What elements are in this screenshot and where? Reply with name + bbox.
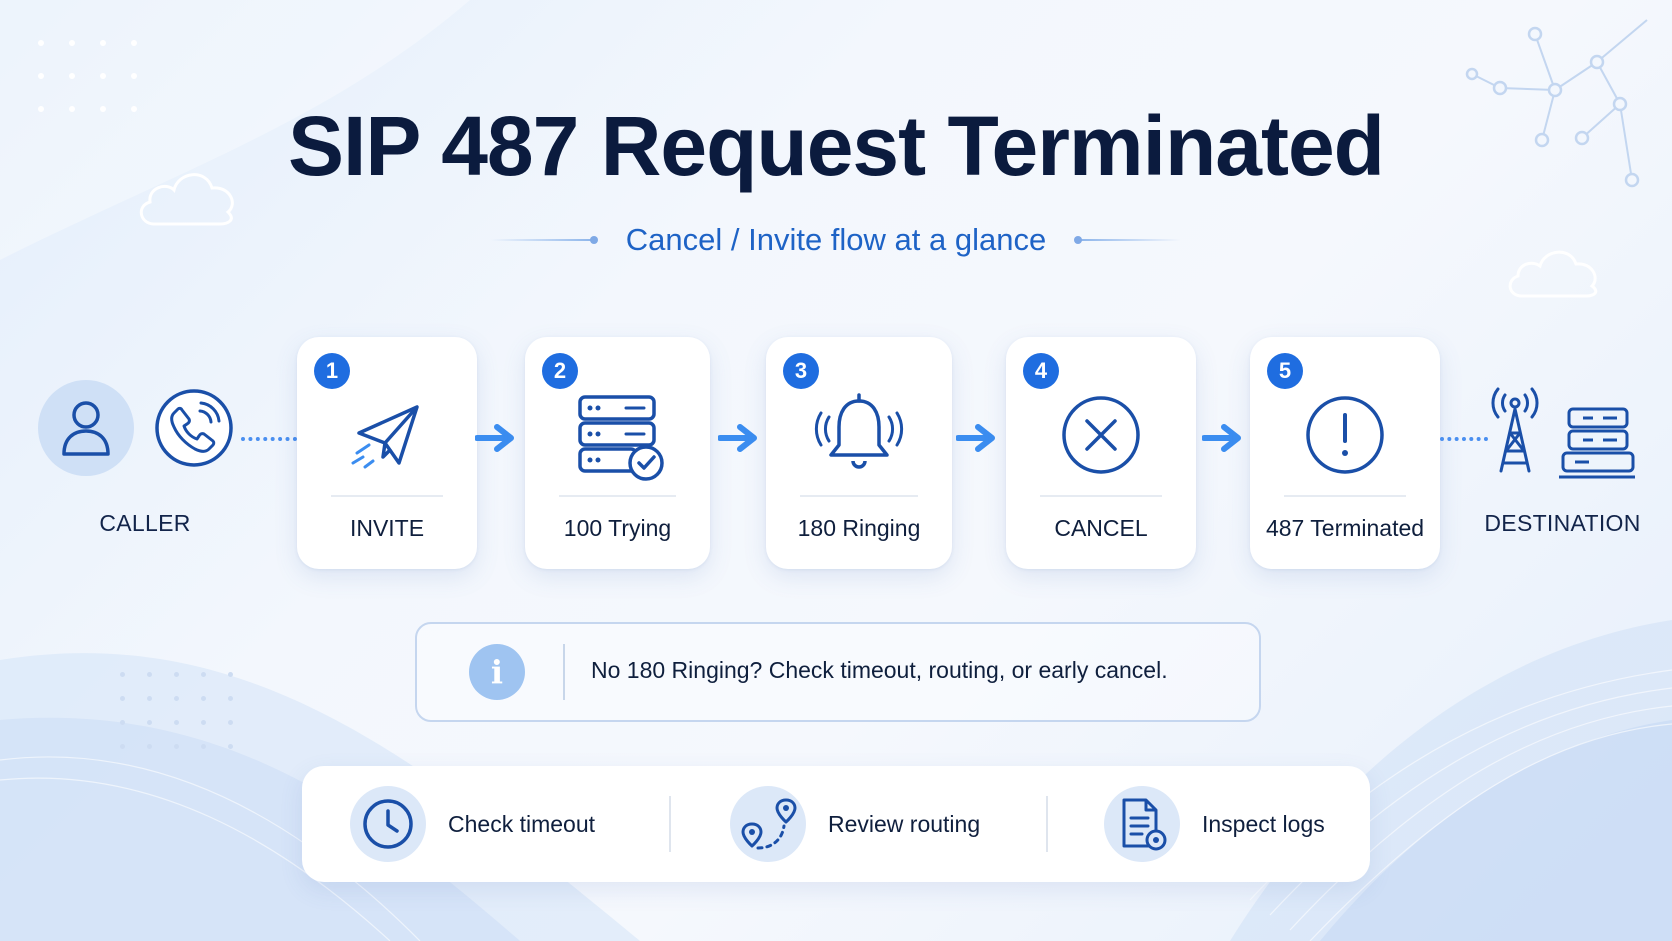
step-divider [1040,495,1162,497]
clock-icon [350,786,426,862]
info-callout: i No 180 Ringing? Check timeout, routing… [415,622,1261,722]
step-number-badge: 2 [542,353,578,389]
subtitle-divider-right [1074,236,1182,244]
info-separator [563,644,565,700]
step-number-badge: 3 [783,353,819,389]
step-card-180-ringing: 3 180 Ringing [766,337,952,569]
arrow-right-icon [1202,424,1241,452]
cancel-x-icon [1062,396,1140,474]
step-number-badge: 1 [314,353,350,389]
antenna-tower-icon [1491,387,1635,479]
step-divider [559,495,676,497]
caller-avatar [38,380,134,476]
step-divider [800,495,918,497]
step-label: 100 Trying [563,515,672,541]
action-label: Check timeout [448,810,596,837]
step-card-100-trying: 2 100 Trying [525,337,710,569]
step-label: CANCEL [1054,515,1148,541]
action-separator [669,796,671,852]
step-divider [331,495,443,497]
info-text: No 180 Ringing? Check timeout, routing, … [591,657,1168,683]
step-card-487-terminated: 5 487 Terminated [1250,337,1440,569]
decorative-dots [38,40,137,112]
step-label: 487 Terminated [1265,515,1425,541]
step-card-cancel: 4 CANCEL [1006,337,1196,569]
server-check-icon [577,395,664,481]
action-inspect-logs[interactable]: Inspect logs [1104,786,1325,862]
action-review-routing[interactable]: Review routing [730,786,980,862]
subtitle: Cancel / Invite flow at a glance [625,222,1047,257]
actions-bar: Check timeout Review routing Inspect [302,766,1370,882]
arrow-right-icon [718,424,757,452]
cloud-icon [139,173,234,226]
step-number-badge: 4 [1023,353,1059,389]
cloud-icon [1508,250,1598,298]
action-separator [1046,796,1048,852]
step-label: INVITE [349,515,425,541]
action-label: Review routing [828,810,981,837]
phone-call-icon [155,389,233,467]
exclamation-icon [1306,396,1384,474]
destination-endpoint: DESTINATION [1475,510,1650,537]
info-icon: i [469,644,525,700]
log-document-icon [1104,786,1180,862]
step-label: 180 Ringing [797,515,921,541]
step-card-invite: 1 INVITE [297,337,477,569]
subtitle-divider-left [490,236,598,244]
user-icon [62,401,110,456]
bell-ringing-icon [814,393,904,469]
connector-dots [1440,437,1488,445]
subtitle-row: Cancel / Invite flow at a glance [0,222,1672,258]
step-divider [1284,495,1406,497]
caller-endpoint: CALLER [60,510,230,537]
server-icon [1559,407,1635,479]
paper-plane-icon [351,405,419,469]
connector-dots [241,437,297,445]
action-label: Inspect logs [1202,810,1325,837]
arrow-right-icon [475,424,514,452]
route-pin-icon [730,786,806,862]
network-graph-icon [1465,19,1648,188]
decorative-dots [120,672,234,749]
action-check-timeout[interactable]: Check timeout [350,786,595,862]
page-title: SIP 487 Request Terminated [288,99,1385,193]
arrow-right-icon [956,424,995,452]
step-number-badge: 5 [1267,353,1303,389]
destination-label: DESTINATION [1484,510,1641,536]
caller-label: CALLER [99,510,191,536]
